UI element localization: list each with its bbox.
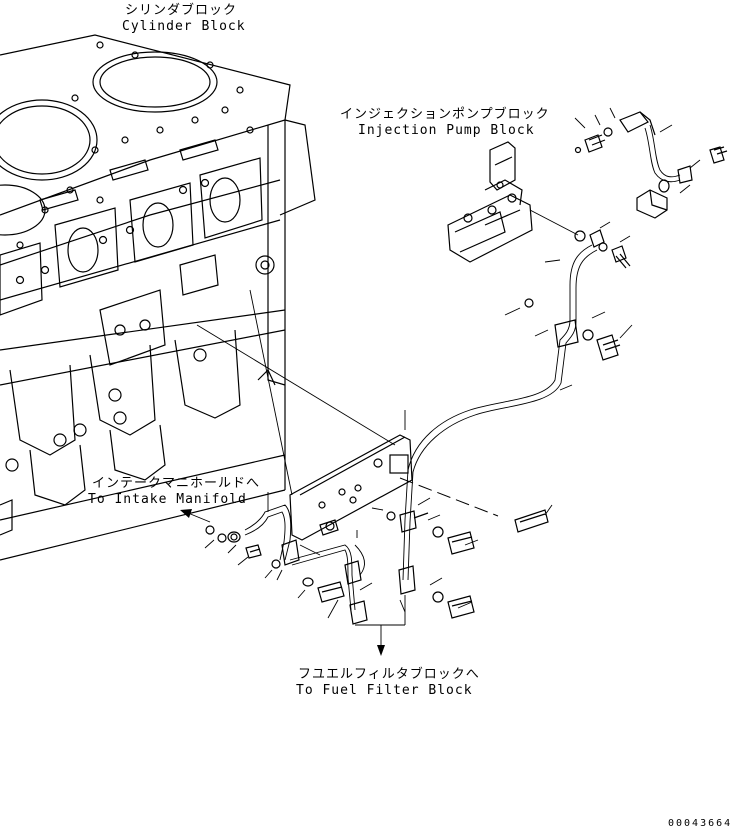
fuel-filter-en-label: To Fuel Filter Block (296, 683, 473, 698)
drawing-number: 00043664 (668, 818, 732, 829)
fuel-filter-jp-label: フユエルフィルタブロックへ (298, 666, 480, 682)
leader-lines (180, 107, 701, 656)
intake-manifold-en-label: To Intake Manifold (88, 492, 247, 507)
cylinder-block-en-label: Cylinder Block (122, 19, 246, 34)
pump-fittings (574, 111, 728, 269)
text-labels: シリンダブロック Cylinder Block インジェクションポンプブロック … (88, 2, 732, 829)
intake-manifold-jp-label: インテークマニホールドへ (92, 476, 260, 491)
cylinder-block (0, 34, 316, 561)
bracket-plate (289, 434, 413, 541)
lower-fittings (386, 509, 549, 619)
fuel-pipe-main (398, 244, 621, 595)
injection-pump-jp-label: インジェクションポンプブロック (340, 106, 550, 122)
injection-pump-en-label: Injection Pump Block (358, 123, 535, 138)
intake-pipe (205, 504, 368, 625)
cylinder-block-jp-label: シリンダブロック (125, 2, 237, 18)
injection-pump-block (447, 141, 533, 263)
